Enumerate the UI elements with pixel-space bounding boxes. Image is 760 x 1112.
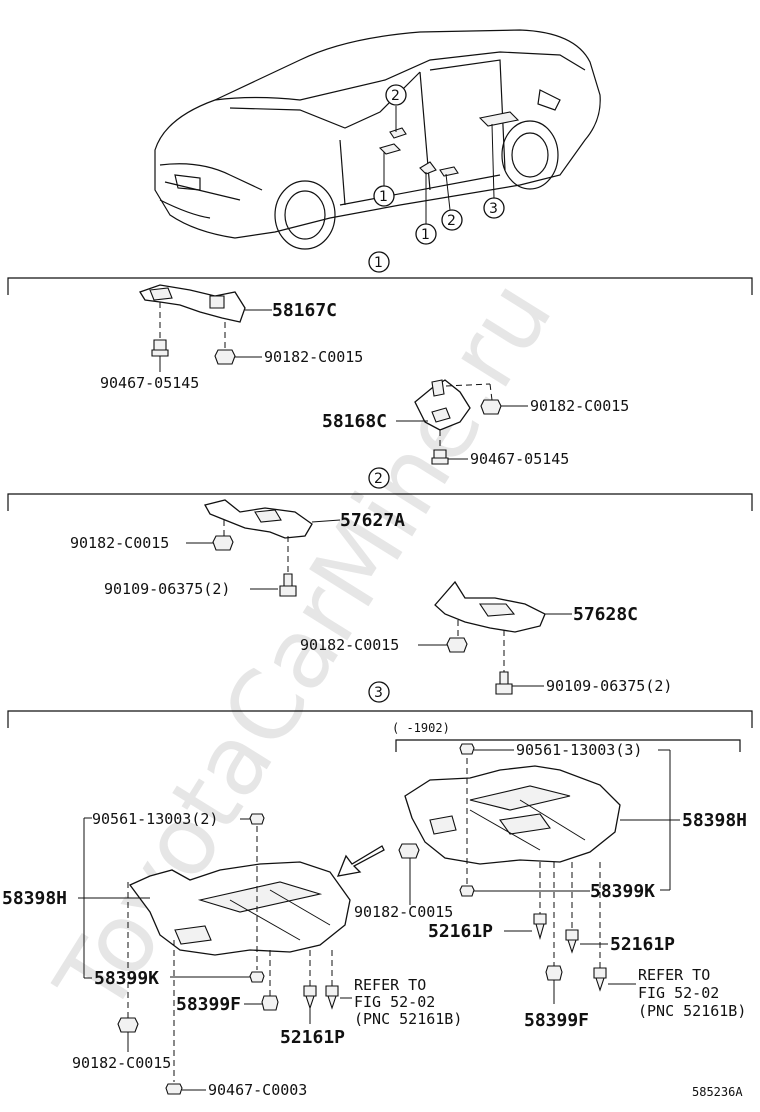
label-58399F-left: 58399F: [176, 994, 241, 1015]
label-90561-13003-2: 90561-13003(2): [92, 810, 218, 828]
label-90467-C0003: 90467-C0003: [208, 1081, 307, 1099]
section-1: 1 58167C 90467-05145 90182-C0015 90182-C…: [7, 251, 753, 468]
label-90182-C0015-f: 90182-C0015: [72, 1054, 171, 1072]
label-58399K-right: 58399K: [590, 881, 655, 902]
label-90467-05145-b: 90467-05145: [470, 450, 569, 468]
label-58167C: 58167C: [272, 300, 337, 321]
section-2-callout: 2: [374, 471, 383, 487]
label-58399F-right: 58399F: [524, 1010, 589, 1031]
section-3: 3 ( -1902) 58398H 90561-13003(3) 58399K …: [2, 681, 753, 1099]
section-3-callout: 3: [374, 685, 383, 701]
label-90182-C0015-a: 90182-C0015: [264, 348, 363, 366]
section-2: 2 57627A 90182-C0015 90109-06375(2) 5762…: [7, 467, 753, 695]
label-90109-06375-a: 90109-06375(2): [104, 580, 230, 598]
refer-left-line3: (PNC 52161B): [354, 1010, 462, 1028]
label-52161P-right-a: 52161P: [428, 921, 493, 942]
car-callout-1-left: 1: [379, 189, 388, 205]
refer-right-line1: REFER TO: [638, 966, 710, 984]
label-90561-13003-3: 90561-13003(3): [516, 741, 642, 759]
refer-right-line3: (PNC 52161B): [638, 1002, 746, 1020]
section-1-callout: 1: [374, 255, 383, 271]
label-52161P-left: 52161P: [280, 1027, 345, 1048]
range-label: ( -1902): [392, 721, 450, 735]
label-58398H-right: 58398H: [682, 810, 747, 831]
label-58399K-left: 58399K: [94, 968, 159, 989]
label-57628C: 57628C: [573, 604, 638, 625]
label-90109-06375-b: 90109-06375(2): [546, 677, 672, 695]
label-52161P-right-b: 52161P: [610, 934, 675, 955]
refer-left-line2: FIG 52-02: [354, 993, 435, 1011]
label-90182-C0015-b: 90182-C0015: [530, 397, 629, 415]
direction-arrow-icon: [336, 845, 385, 877]
label-58398H-left: 58398H: [2, 888, 67, 909]
label-58168C: 58168C: [322, 411, 387, 432]
car-illustration: 2 1 1 2 3: [154, 29, 601, 250]
label-57627A: 57627A: [340, 510, 405, 531]
label-90182-C0015-c: 90182-C0015: [70, 534, 169, 552]
label-90182-C0015-e: 90182-C0015: [354, 903, 453, 921]
diagram-id: 585236A: [692, 1085, 743, 1099]
car-callout-3: 3: [489, 201, 498, 217]
car-callout-2-top: 2: [391, 88, 400, 104]
car-callout-2-bottom: 2: [447, 213, 456, 229]
label-90467-05145-a: 90467-05145: [100, 374, 199, 392]
refer-left-line1: REFER TO: [354, 976, 426, 994]
car-callout-1-bottom: 1: [421, 227, 430, 243]
refer-right-line2: FIG 52-02: [638, 984, 719, 1002]
label-90182-C0015-d: 90182-C0015: [300, 636, 399, 654]
